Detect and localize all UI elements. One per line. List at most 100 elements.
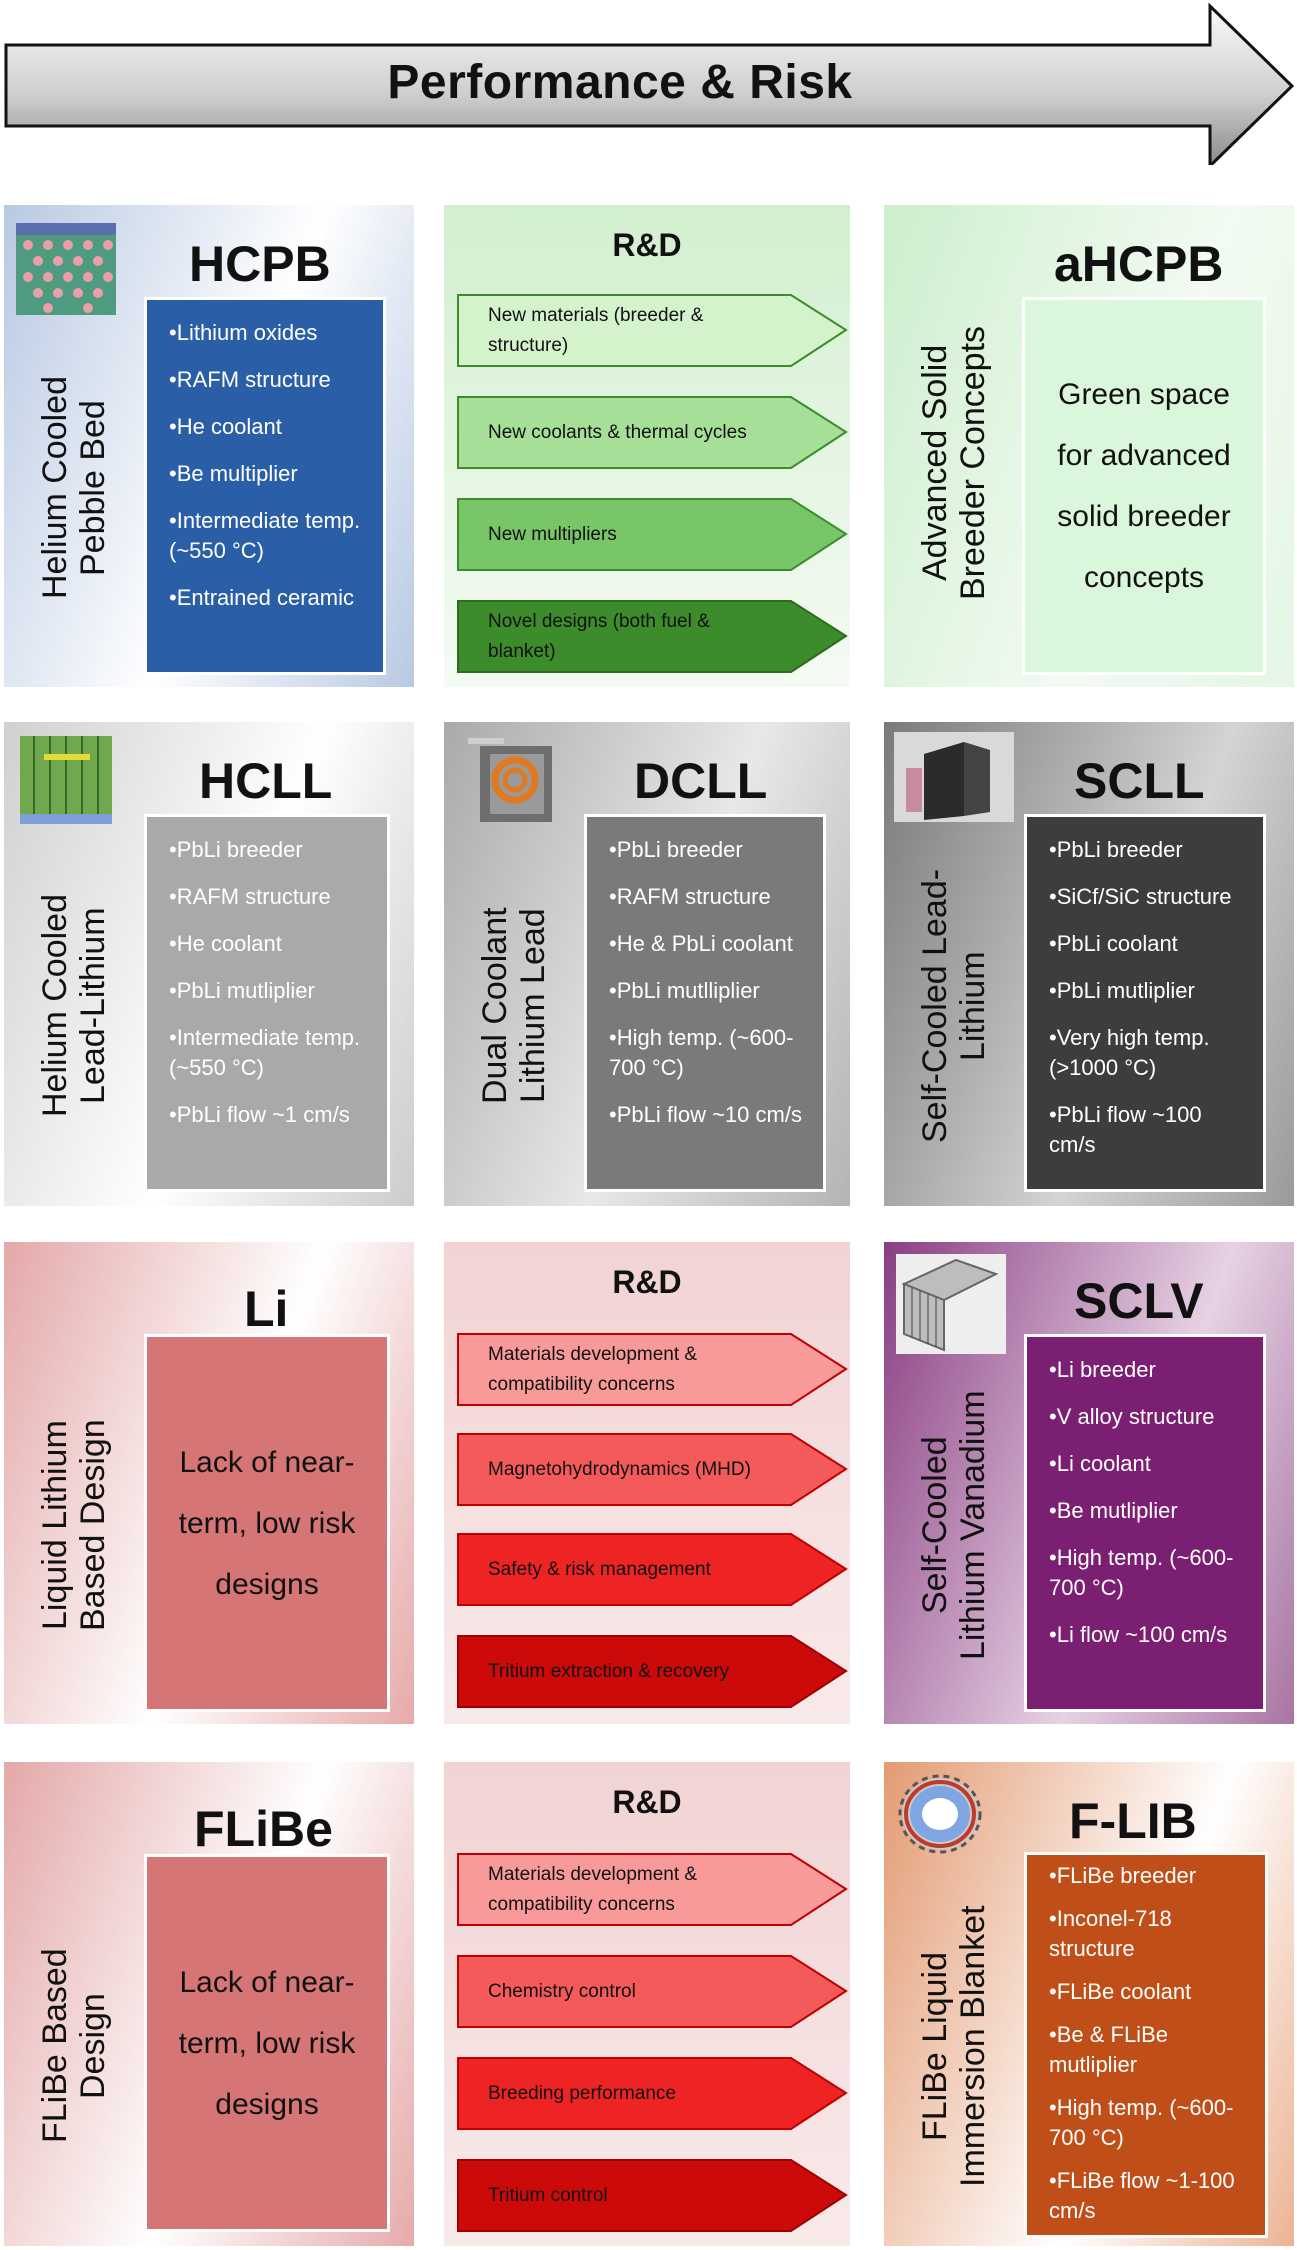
property-item: Very high temp. (>1000 °C) bbox=[1049, 1023, 1249, 1083]
property-item: FLiBe flow ~1-100 cm/s bbox=[1049, 2166, 1251, 2226]
rd-item-text: Materials development & compatibility co… bbox=[488, 1863, 698, 1915]
rd-chevron: Magnetohydrodynamics (MHD) bbox=[456, 1432, 848, 1507]
scll-module-image bbox=[894, 732, 1014, 822]
concept-side-label: Dual Coolant Lithium Lead bbox=[464, 832, 564, 1180]
rd-item-text: Breeding performance bbox=[488, 2082, 676, 2104]
rd-item-text: New coolants & thermal cycles bbox=[488, 421, 747, 443]
rd-panel-solid-breeder: R&D New materials (breeder & structure) … bbox=[444, 205, 850, 687]
side-label-line: Lithium Lead bbox=[514, 908, 552, 1104]
rd-chevron: Materials development & compatibility co… bbox=[456, 1852, 848, 1927]
concept-card-ahcpb: aHCPB Advanced Solid Breeder Concepts Gr… bbox=[884, 205, 1294, 687]
header-title: Performance & Risk bbox=[387, 56, 853, 109]
side-label-line: Pebble Bed bbox=[74, 400, 112, 576]
property-item: PbLi mutliplier bbox=[1049, 976, 1249, 1006]
side-label-line: Dual Coolant bbox=[476, 907, 514, 1105]
property-list: PbLi breeder RAFM structure He coolant P… bbox=[144, 814, 390, 1192]
property-item: He coolant bbox=[169, 412, 369, 442]
concept-title: F-LIB bbox=[1069, 1793, 1197, 1849]
property-item: Lithium oxides bbox=[169, 318, 369, 348]
property-item: Li coolant bbox=[1049, 1449, 1249, 1479]
property-item: PbLi breeder bbox=[1049, 835, 1249, 865]
rd-item-text: Novel designs (both fuel & blanket) bbox=[488, 610, 710, 662]
dcll-module-image bbox=[468, 738, 552, 822]
property-list: PbLi breeder SiCf/SiC structure PbLi coo… bbox=[1024, 814, 1266, 1192]
rd-panel-flibe: R&D Materials development & compatibilit… bbox=[444, 1762, 850, 2246]
property-item: PbLi breeder bbox=[609, 835, 809, 865]
concept-card-sclv: SCLV Self-Cooled Lithium Vanadium Li bre… bbox=[884, 1242, 1294, 1724]
property-item: PbLi flow ~10 cm/s bbox=[609, 1100, 809, 1130]
side-label-line: Advanced Solid bbox=[916, 344, 954, 582]
concept-side-label: Advanced Solid Breeder Concepts bbox=[904, 265, 1004, 661]
concept-title: SCLV bbox=[1074, 1273, 1204, 1329]
rd-chevron: Materials development & compatibility co… bbox=[456, 1332, 848, 1407]
property-item: Be multiplier bbox=[169, 459, 369, 489]
side-label-line: Lithium Vanadium bbox=[954, 1390, 992, 1660]
concept-title: HCLL bbox=[199, 753, 333, 809]
side-label-line: Immersion Blanket bbox=[954, 1905, 992, 2187]
side-label-line: Helium Cooled bbox=[36, 376, 74, 600]
rd-chevron: Breeding performance bbox=[456, 2056, 848, 2131]
rd-chevron: Tritium extraction & recovery bbox=[456, 1634, 848, 1709]
concept-side-label: Self-Cooled Lithium Vanadium bbox=[904, 1352, 1004, 1698]
side-label-line: Design bbox=[74, 1993, 112, 2099]
property-item: Intermediate temp. (~550 °C) bbox=[169, 506, 369, 566]
property-list: PbLi breeder RAFM structure He & PbLi co… bbox=[584, 814, 826, 1192]
property-item: Entrained ceramic bbox=[169, 583, 369, 613]
side-label-line: Self-Cooled Lead- bbox=[916, 868, 954, 1144]
property-item: Li flow ~100 cm/s bbox=[1049, 1620, 1249, 1650]
rd-chevron: New materials (breeder & structure) bbox=[456, 293, 848, 368]
property-item: RAFM structure bbox=[169, 365, 369, 395]
concept-title: DCLL bbox=[634, 753, 768, 809]
property-list: FLiBe breeder Inconel-718 structure FLiB… bbox=[1024, 1852, 1268, 2238]
property-item: He coolant bbox=[169, 929, 373, 959]
property-item: Be & FLiBe mutliplier bbox=[1049, 2020, 1251, 2080]
concept-card-hcll: HCLL Helium Cooled Lead-Lithium PbLi bre… bbox=[4, 722, 414, 1206]
rd-title: R&D bbox=[612, 1264, 682, 1300]
f-lib-torus-image bbox=[898, 1774, 982, 1854]
side-label-line: Lead-Lithium bbox=[74, 907, 112, 1105]
property-item: PbLi breeder bbox=[169, 835, 373, 865]
concept-side-label: Liquid Lithium Based Design bbox=[24, 1352, 124, 1698]
rd-chevron: Chemistry control bbox=[456, 1954, 848, 2029]
concept-card-li: Li Liquid Lithium Based Design Lack of n… bbox=[4, 1242, 414, 1724]
concept-side-label: FLiBe Liquid Immersion Blanket bbox=[904, 1872, 1004, 2220]
side-label-line: Helium Cooled bbox=[36, 894, 74, 1118]
rd-item-text: Magnetohydrodynamics (MHD) bbox=[488, 1458, 751, 1480]
concept-card-flibe: FLiBe FLiBe Based Design Lack of near-te… bbox=[4, 1762, 414, 2246]
concept-title: SCLL bbox=[1074, 753, 1205, 809]
rd-item-text: Tritium control bbox=[488, 2184, 608, 2206]
property-item: High temp. (~600-700 °C) bbox=[1049, 1543, 1249, 1603]
concept-side-label: FLiBe Based Design bbox=[24, 1872, 124, 2220]
hcll-module-image bbox=[20, 736, 112, 824]
rd-chevron: Tritium control bbox=[456, 2158, 848, 2233]
property-item: PbLi flow ~100 cm/s bbox=[1049, 1100, 1249, 1160]
property-item: High temp. (~600-700 °C) bbox=[1049, 2093, 1251, 2153]
rd-item-text: Chemistry control bbox=[488, 1980, 636, 2002]
concept-card-dcll: DCLL Dual Coolant Lithium Lead PbLi bree… bbox=[444, 722, 850, 1206]
side-label-line: FLiBe Based bbox=[36, 1948, 74, 2144]
property-item: Inconel-718 structure bbox=[1049, 1904, 1251, 1964]
concept-side-label: Helium Cooled Pebble Bed bbox=[24, 315, 124, 661]
rd-item-text: Materials development & compatibility co… bbox=[488, 1343, 698, 1395]
property-item: Intermediate temp. (~550 °C) bbox=[169, 1023, 373, 1083]
side-label-line: Liquid Lithium bbox=[36, 1420, 74, 1630]
side-label-line: FLiBe Liquid bbox=[916, 1951, 954, 2141]
concept-description: Green space for advanced solid breeder c… bbox=[1022, 297, 1266, 675]
concept-title: Li bbox=[244, 1281, 289, 1337]
rd-title: R&D bbox=[612, 1784, 682, 1820]
rd-chevron: New coolants & thermal cycles bbox=[456, 395, 848, 470]
property-item: Be mutliplier bbox=[1049, 1496, 1249, 1526]
rd-chevron: Safety & risk management bbox=[456, 1532, 848, 1607]
property-item: PbLi flow ~1 cm/s bbox=[169, 1100, 373, 1130]
rd-chevron: Novel designs (both fuel & blanket) bbox=[456, 599, 848, 674]
rd-chevron: New multipliers bbox=[456, 497, 848, 572]
concept-side-label: Self-Cooled Lead- Lithium bbox=[904, 832, 1004, 1180]
rd-item-text: New materials (breeder & structure) bbox=[488, 304, 704, 356]
property-item: RAFM structure bbox=[609, 882, 809, 912]
property-item: V alloy structure bbox=[1049, 1402, 1249, 1432]
side-label-line: Lithium bbox=[954, 951, 992, 1061]
concept-title: FLiBe bbox=[194, 1801, 333, 1857]
property-item: FLiBe breeder bbox=[1049, 1861, 1251, 1891]
property-item: PbLi mutliplier bbox=[169, 976, 373, 1006]
rd-panel-liquid-lithium: R&D Materials development & compatibilit… bbox=[444, 1242, 850, 1724]
